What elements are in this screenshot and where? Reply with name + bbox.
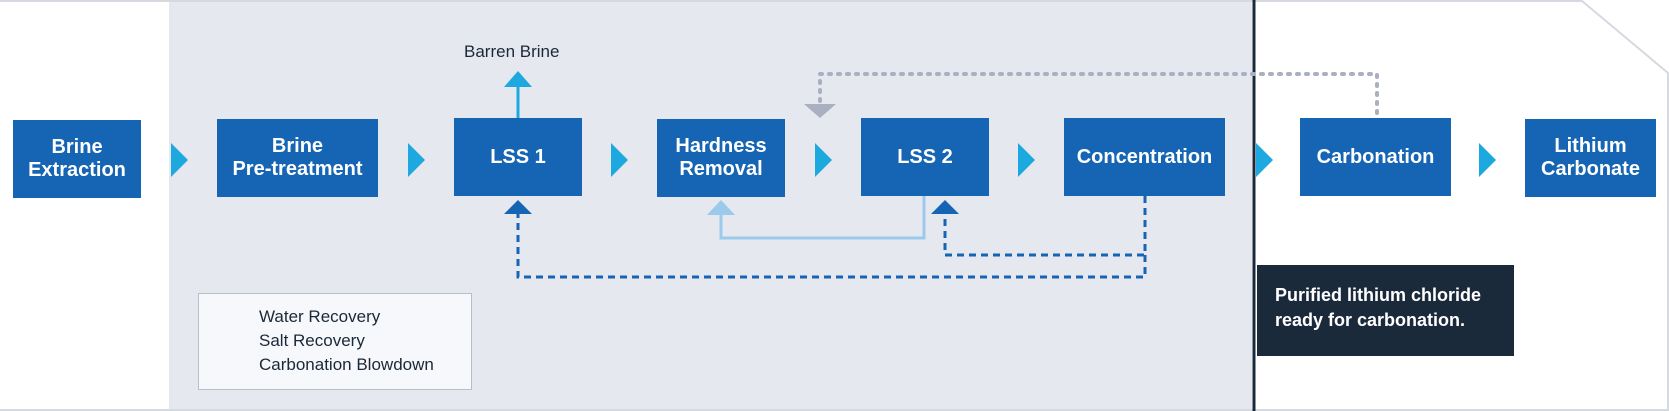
flow-arrow-1 bbox=[171, 143, 188, 177]
barren-brine-label: Barren Brine bbox=[464, 42, 560, 61]
barren-brine-arrowhead bbox=[504, 71, 532, 87]
carbonation-blowdown-line bbox=[818, 72, 1379, 115]
flow-arrow-4 bbox=[815, 143, 832, 177]
step-carbonation: Carbonation bbox=[1300, 118, 1451, 196]
flow-arrow-2 bbox=[408, 143, 425, 177]
legend-label-carbonation-blowdown: Carbonation Blowdown bbox=[259, 355, 434, 374]
legend-label-water-recovery: Water Recovery bbox=[259, 307, 381, 326]
flow-arrow-3 bbox=[611, 143, 628, 177]
legend-label-salt-recovery: Salt Recovery bbox=[259, 331, 365, 350]
flow-arrow-7 bbox=[1479, 143, 1496, 177]
step-brine-extraction: Brine Extraction bbox=[13, 120, 141, 198]
step-hardness-removal: Hardness Removal bbox=[657, 119, 785, 197]
step-lss-2: LSS 2 bbox=[861, 118, 989, 196]
water-recovery-arrowhead-lss2 bbox=[931, 200, 959, 214]
step-lithium-carbonate: Lithium Carbonate bbox=[1525, 119, 1656, 197]
salt-recovery-line bbox=[719, 196, 926, 240]
flow-arrow-6 bbox=[1256, 143, 1273, 177]
salt-recovery-arrowhead bbox=[707, 200, 735, 215]
step-concentration: Concentration bbox=[1064, 118, 1225, 196]
step-lss-1: LSS 1 bbox=[454, 118, 582, 196]
legend bbox=[198, 293, 472, 390]
water-recovery-line-lss2 bbox=[943, 196, 1147, 257]
flow-arrow-5 bbox=[1018, 143, 1035, 177]
step-brine-pretreatment: Brine Pre-treatment bbox=[217, 119, 378, 197]
purified-lithium-note: Purified lithium chloride ready for carb… bbox=[1257, 265, 1514, 356]
carbonation-blowdown-arrowhead bbox=[804, 104, 836, 118]
water-recovery-arrowhead-lss1 bbox=[504, 200, 532, 214]
